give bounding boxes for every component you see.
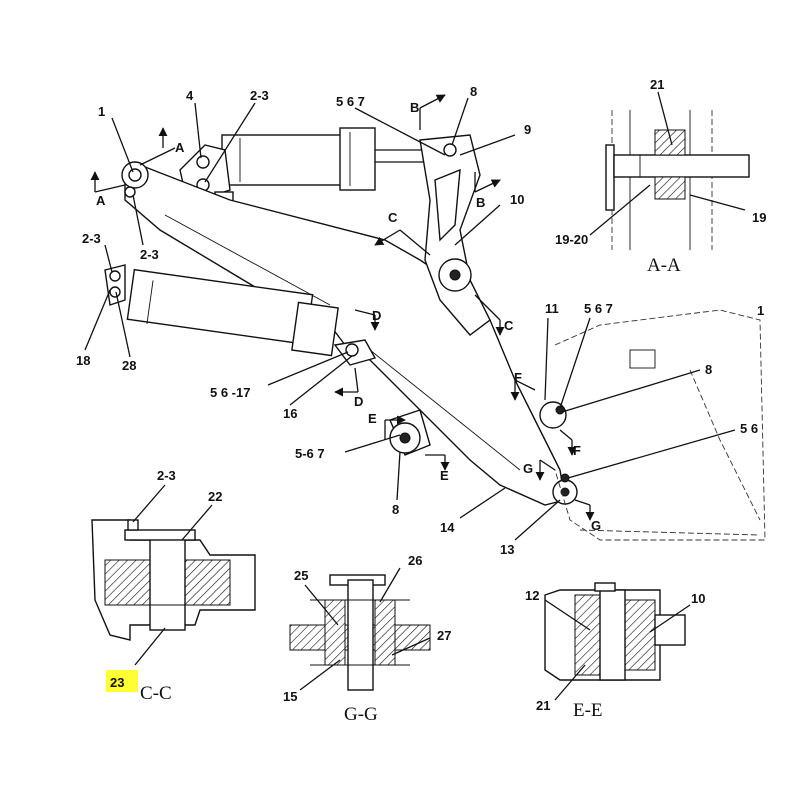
section-c-c: [91, 519, 256, 641]
callout-19[interactable]: 19: [752, 210, 766, 225]
callout-e-bottom[interactable]: E: [440, 468, 449, 483]
callout-19-20[interactable]: 19-20: [555, 232, 588, 247]
callout-1-right[interactable]: 1: [757, 303, 764, 318]
section-g-g: [289, 574, 431, 691]
callout-25[interactable]: 25: [294, 568, 308, 583]
callout-5-6-7-lower[interactable]: 5-6 7: [295, 446, 325, 461]
callout-5-6-7-top[interactable]: 5 6 7: [336, 94, 365, 109]
callout-2-3-top[interactable]: 2-3: [250, 88, 269, 103]
callout-d-bottom[interactable]: D: [354, 394, 363, 409]
callout-23[interactable]: 23: [110, 675, 124, 690]
callout-11[interactable]: 11: [545, 301, 559, 316]
callout-f-bottom[interactable]: F: [573, 443, 581, 458]
callout-b-top[interactable]: B: [410, 100, 419, 115]
callout-8-lower[interactable]: 8: [392, 502, 399, 517]
callout-15[interactable]: 15: [283, 689, 297, 704]
callout-10-ee[interactable]: 10: [691, 591, 705, 606]
callout-5-6-right[interactable]: 5 6: [740, 421, 758, 436]
callout-13[interactable]: 13: [500, 542, 514, 557]
callout-1[interactable]: 1: [98, 104, 105, 119]
callout-8-right[interactable]: 8: [705, 362, 712, 377]
callout-26[interactable]: 26: [408, 553, 422, 568]
callout-5-6-17[interactable]: 5 6 -17: [210, 385, 250, 400]
callout-2-3-mid[interactable]: 2-3: [140, 247, 159, 262]
callout-23-highlight: [106, 670, 138, 692]
bucket-outline: [554, 309, 766, 541]
boom-assembly: [104, 127, 578, 506]
callout-28[interactable]: 28: [122, 358, 136, 373]
callout-c-bottom[interactable]: C: [504, 318, 514, 333]
callout-10-a[interactable]: 10: [510, 192, 524, 207]
callout-18[interactable]: 18: [76, 353, 90, 368]
callout-16[interactable]: 16: [283, 406, 297, 421]
section-arrows: [90, 94, 595, 521]
callout-21-a[interactable]: 21: [650, 77, 664, 92]
callout-a-bottom[interactable]: A: [96, 193, 106, 208]
boom-arm: [124, 164, 566, 506]
callout-5-6-7-right[interactable]: 5 6 7: [584, 301, 613, 316]
callout-labels: 1 4 2-3 5 6 7 8 9 B B A A 21 19 19-20 2-…: [76, 77, 766, 713]
section-title-e-e: E-E: [573, 700, 603, 721]
callout-e-top[interactable]: E: [368, 411, 377, 426]
section-a-a: [605, 110, 750, 250]
section-titles: A-A C-C G-G E-E: [140, 255, 681, 725]
section-e-e: [544, 582, 686, 681]
callout-2-3-left[interactable]: 2-3: [82, 231, 101, 246]
upper-cylinder: [221, 127, 440, 191]
callout-27[interactable]: 27: [437, 628, 451, 643]
leader-lines: [84, 91, 746, 701]
callout-g-top[interactable]: G: [523, 461, 533, 476]
callout-14[interactable]: 14: [440, 520, 455, 535]
callout-8-top[interactable]: 8: [470, 84, 477, 99]
section-title-g-g: G-G: [344, 704, 378, 725]
callout-g-bottom[interactable]: G: [591, 518, 601, 533]
callout-2-3-cc[interactable]: 2-3: [157, 468, 176, 483]
callout-d-top[interactable]: D: [372, 308, 381, 323]
section-title-c-c: C-C: [140, 683, 172, 704]
section-title-a-a: A-A: [647, 255, 681, 276]
callout-a-top[interactable]: A: [175, 140, 185, 155]
callout-f-top[interactable]: F: [514, 370, 522, 385]
callout-b-bottom[interactable]: B: [476, 195, 485, 210]
callout-22[interactable]: 22: [208, 489, 222, 504]
callout-21-ee[interactable]: 21: [536, 698, 550, 713]
callout-4[interactable]: 4: [186, 88, 194, 103]
callout-12[interactable]: 12: [525, 588, 539, 603]
callout-9[interactable]: 9: [524, 122, 531, 137]
callout-c-top[interactable]: C: [388, 210, 398, 225]
